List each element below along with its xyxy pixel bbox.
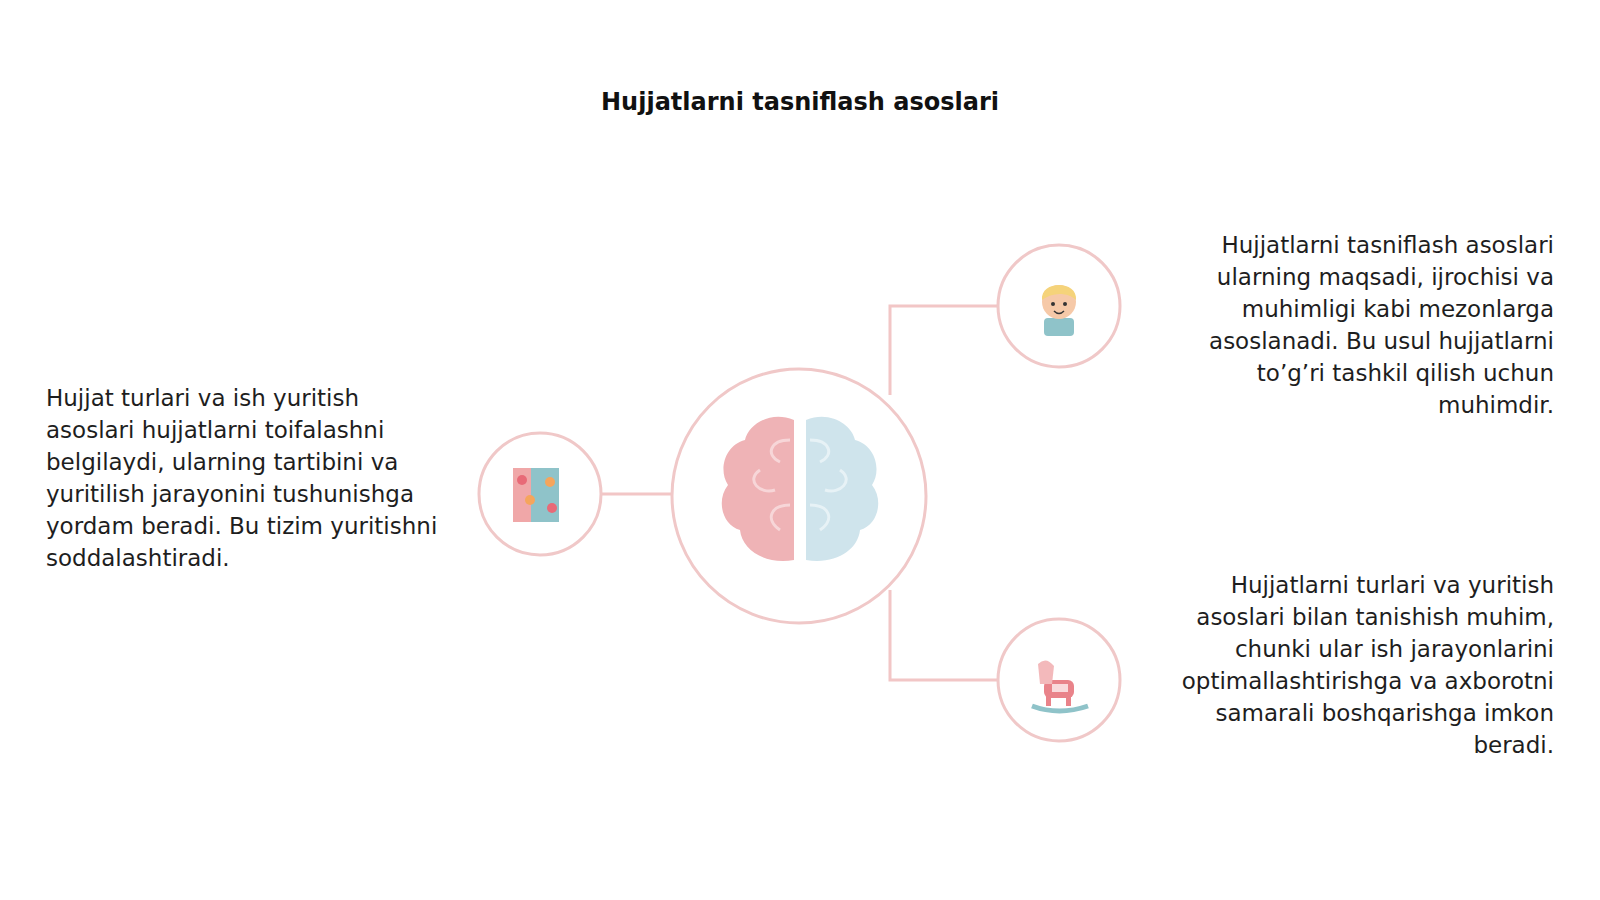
brain-icon [722, 417, 878, 561]
puzzle-icon [513, 468, 559, 522]
connector-lines [601, 306, 998, 680]
description-text: Hujjatlarni turlari va yuritish asoslari… [1150, 569, 1554, 761]
icon-circles [479, 245, 1120, 741]
diagram-title: Hujjatlarni tasniflash asoslari [400, 88, 1200, 116]
child-icon [1042, 285, 1076, 336]
rocking-horse-icon [1032, 660, 1088, 711]
description-text: Hujjat turlari va ish yuritish asoslari … [46, 382, 446, 574]
description-text: Hujjatlarni tasniflash asoslari ularning… [1150, 229, 1554, 421]
